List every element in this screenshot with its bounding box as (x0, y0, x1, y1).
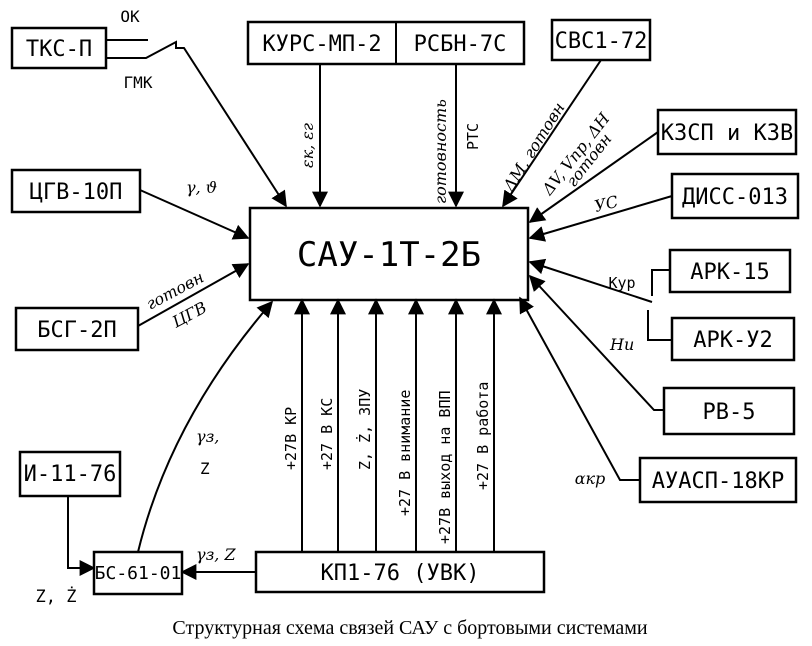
svs-label: СВС1-72 (555, 29, 648, 54)
gamma-theta-label: γ, ϑ (186, 178, 217, 197)
gamma-z2-label: γз, Z (196, 545, 236, 564)
i11-label: И-11-76 (24, 462, 117, 487)
ok-label: ОК (120, 7, 140, 26)
bus-lines: +27В КР +27 В КС Z, Ż, ЗПУ +27 В внимани… (282, 298, 502, 552)
connection-bs61-sau: γз, Z (137, 300, 274, 553)
zzdot-label: Z, Ż (36, 586, 77, 607)
bus-label-6: +27 В работа (474, 382, 492, 490)
block-kurs-rsbn: КУРС-МП-2 РСБН-7С (246, 20, 526, 66)
block-kp176: КП1-76 (УВК) (254, 550, 546, 594)
rv5-label: РВ-5 (703, 400, 756, 425)
diss-label: ДИСС-013 (682, 185, 788, 210)
block-svs: СВС1-72 (550, 18, 652, 62)
gotovnost-label: готовность (431, 99, 450, 204)
gamma-z-label: γз, (196, 427, 219, 446)
block-ark15: АРК-15 (668, 248, 792, 294)
block-bs61: БС-61-01 (92, 550, 184, 596)
connection-kurs: εк, εг (298, 64, 328, 208)
connection-rsbn: готовность РТС (431, 64, 482, 208)
block-arku2: АРК-У2 (670, 316, 796, 362)
hi-label: Ни (609, 335, 634, 354)
bus-label-4: +27 В внимание (396, 390, 414, 516)
alpha-label: αкр (575, 469, 606, 488)
connection-rv5: Ни (528, 274, 664, 411)
connection-ark: Кур (528, 258, 672, 341)
kur-label: Кур (608, 274, 635, 292)
connection-i11: Z, Ż (36, 496, 96, 607)
gmk-label: ГМК (124, 73, 153, 92)
bs61-label: БС-61-01 (95, 563, 182, 584)
block-rv5: РВ-5 (662, 386, 796, 436)
block-sau: САУ-1Т-2Б (248, 206, 530, 302)
connection-tsgv: γ, ϑ (139, 178, 250, 240)
bsg-label: БСГ-2П (37, 318, 116, 343)
connection-auasp: αкр (519, 296, 640, 488)
block-i11: И-11-76 (18, 450, 122, 498)
block-kzsp: КЗСП и КЗВ (656, 108, 798, 156)
bus-label-3: Z, Ż, ЗПУ (355, 389, 374, 470)
sau-label: САУ-1Т-2Б (297, 235, 481, 275)
block-tks: ТКС-П (10, 26, 108, 70)
eps-label: εк, εг (298, 123, 317, 168)
rts-label: РТС (464, 123, 482, 150)
connection-diss: УС (528, 192, 673, 242)
block-bsg: БСГ-2П (14, 306, 140, 352)
rsbn-label: РСБН-7С (414, 32, 507, 57)
kurs-label: КУРС-МП-2 (262, 32, 381, 57)
ark15-label: АРК-15 (690, 260, 769, 285)
bus-label-1: +27В КР (282, 407, 300, 470)
tsgv-sig-label: ЦГВ (168, 298, 210, 332)
connection-bsg: готовн ЦГВ (137, 263, 250, 332)
diagram-caption: Структурная схема связей САУ с бортовыми… (172, 617, 647, 639)
connection-tks: ОК ГМК (106, 7, 287, 208)
block-diss: ДИСС-013 (670, 172, 800, 220)
bus-label-2: +27 В КС (318, 398, 336, 470)
z-label: Z (200, 459, 210, 478)
block-tsgv: ЦГВ-10П (10, 168, 142, 214)
arku2-label: АРК-У2 (693, 328, 772, 353)
tks-label: ТКС-П (26, 37, 92, 62)
auasp-label: АУАСП-18КР (652, 469, 784, 494)
block-auasp: АУАСП-18КР (638, 456, 798, 504)
kp176-label: КП1-76 (УВК) (321, 561, 480, 586)
connection-kp-bs61: γз, Z (180, 545, 256, 580)
bus-label-5: +27В выход на ВПП (436, 390, 454, 544)
tsgv-label: ЦГВ-10П (30, 180, 123, 205)
kzsp-label: КЗСП и КЗВ (661, 121, 793, 146)
